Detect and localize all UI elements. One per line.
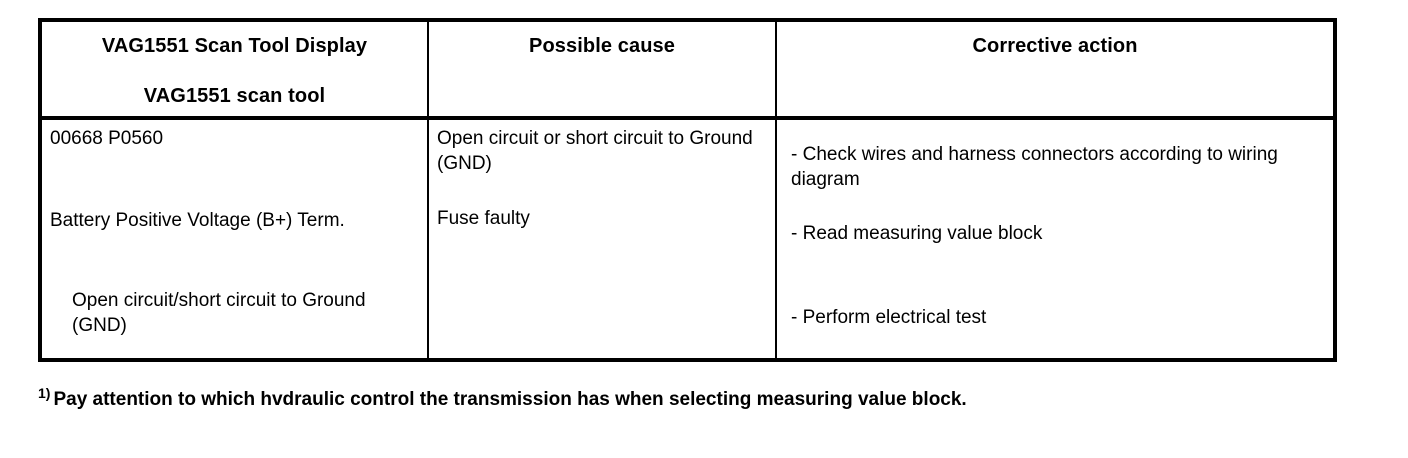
cell-possible-cause: Open circuit or short circuit to Ground … [428, 118, 777, 360]
footnote: 1)Pay attention to which hvdraulic contr… [38, 381, 967, 412]
fault-description: Open circuit/short circuit to Ground (GN… [72, 290, 366, 336]
cell-corrective-action: - Check wires and harness connectors acc… [776, 118, 1335, 360]
header-scan-tool-display-line2: VAG1551 scan tool [143, 85, 326, 107]
corrective-action-item-2: - Read measuring value block [791, 223, 1043, 244]
table-header-row: VAG1551 Scan Tool Display VAG1551 scan t… [40, 20, 1335, 120]
scan-tool-display-content: 00668 P0560 Battery Positive Voltage (B+… [42, 120, 427, 358]
header-cell-scan-tool-display: VAG1551 Scan Tool Display VAG1551 scan t… [40, 20, 429, 120]
fault-component: Battery Positive Voltage (B+) Term. [50, 210, 345, 231]
possible-cause-content: Open circuit or short circuit to Ground … [429, 120, 775, 358]
corrective-action-item-1: - Check wires and harness connectors acc… [791, 144, 1278, 190]
corrective-action-item-3: - Perform electrical test [791, 307, 987, 328]
header-cell-corrective-action: Corrective action [776, 20, 1335, 120]
footnote-marker: 1) [38, 385, 51, 401]
table-row: 00668 P0560 Battery Positive Voltage (B+… [40, 118, 1335, 360]
header-possible-cause: Possible cause [529, 35, 675, 57]
cell-scan-tool-display: 00668 P0560 Battery Positive Voltage (B+… [40, 118, 429, 360]
fault-code: 00668 P0560 [50, 128, 164, 149]
header-cell-possible-cause: Possible cause [428, 20, 777, 120]
header-corrective-action: Corrective action [972, 35, 1138, 57]
header-scan-tool-display-line1: VAG1551 Scan Tool Display [101, 35, 368, 57]
possible-cause-item-2: Fuse faulty [437, 208, 530, 229]
footnote-text: Pay attention to which hvdraulic control… [53, 389, 967, 410]
diagnostic-table: VAG1551 Scan Tool Display VAG1551 scan t… [38, 18, 1337, 362]
corrective-action-content: - Check wires and harness connectors acc… [777, 120, 1333, 358]
possible-cause-item-1: Open circuit or short circuit to Ground … [437, 128, 753, 174]
